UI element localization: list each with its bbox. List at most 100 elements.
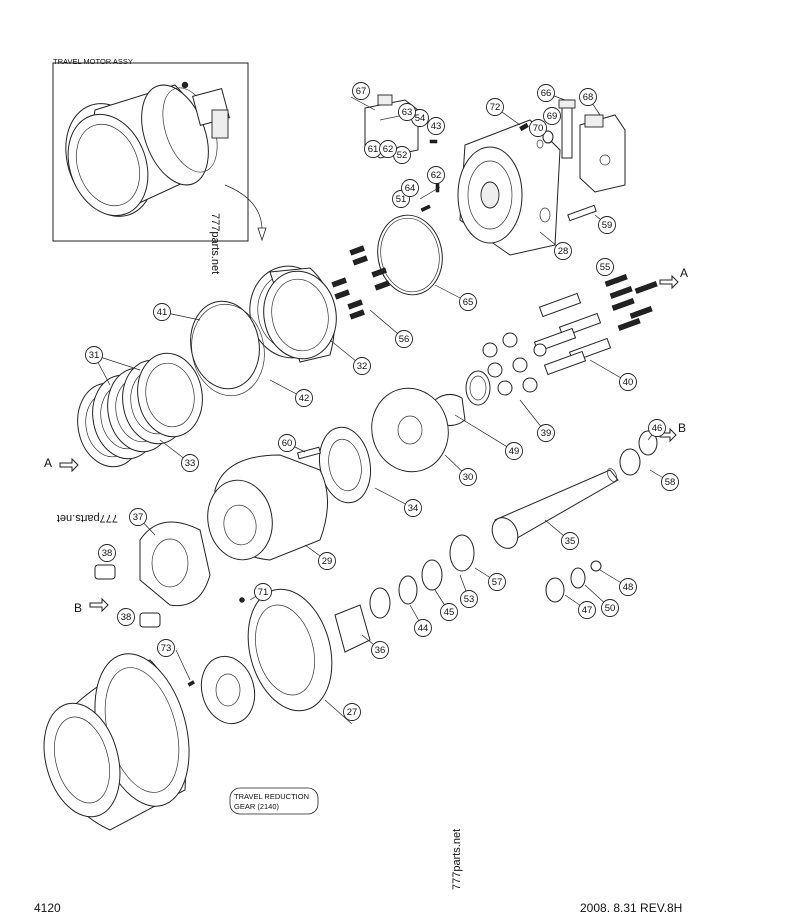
callout-31: 31 [85, 346, 103, 364]
callout-label: 30 [463, 472, 474, 483]
callout-37: 37 [129, 508, 147, 526]
callout-label: 39 [541, 428, 552, 439]
callout-label: 56 [399, 334, 410, 345]
callout-label: 57 [492, 577, 503, 588]
watermark-mirrored: 777parts.net [57, 512, 118, 524]
callout-label: 58 [665, 477, 676, 488]
callout-label: 53 [464, 594, 475, 605]
callout-45: 45 [440, 603, 458, 621]
callout-label: 29 [322, 556, 333, 567]
callout-label: 49 [509, 446, 520, 457]
callout-53: 53 [460, 590, 478, 608]
callout-label: 54 [415, 113, 426, 124]
callout-32: 32 [353, 357, 371, 375]
watermark-bottom: 777parts.net [451, 829, 463, 890]
reduction-label-box [229, 787, 319, 815]
callout-label: 67 [356, 86, 367, 97]
springs-55 [604, 274, 658, 331]
callout-label: 65 [463, 297, 474, 308]
callout-34: 34 [404, 499, 422, 517]
callout-69: 69 [543, 107, 561, 125]
view-marker-b-right: B [678, 421, 686, 435]
callout-70: 70 [529, 119, 547, 137]
callout-label: 36 [375, 645, 386, 656]
callout-65: 65 [459, 293, 477, 311]
callout-label: 38 [121, 612, 132, 623]
o-ring-65 [377, 214, 443, 296]
callout-64: 64 [401, 179, 419, 197]
callout-47: 47 [578, 601, 596, 619]
callout-label: 28 [558, 246, 569, 257]
callout-label: 60 [282, 438, 293, 449]
inset-title: TRAVEL MOTOR ASSY [53, 57, 133, 66]
callout-label: 66 [541, 88, 552, 99]
view-marker-b-left: B [74, 601, 82, 615]
inset-travel-motor-assy: TRAVEL MOTOR ASSY [52, 57, 267, 242]
callout-46: 46 [648, 419, 666, 437]
callout-62: 62 [379, 140, 397, 158]
callout-52: 52 [393, 146, 411, 164]
callout-label: 31 [89, 350, 100, 361]
reduction-label-line2: GEAR (2140) [234, 802, 280, 811]
callout-60: 60 [278, 434, 296, 452]
callout-label: 70 [533, 123, 544, 134]
callout-38: 38 [98, 544, 116, 562]
callout-label: 64 [405, 183, 416, 194]
callout-label: 32 [357, 361, 368, 372]
callout-label: 35 [565, 536, 576, 547]
callout-label: 51 [396, 194, 407, 205]
callout-27: 27 [343, 703, 361, 721]
brake-piston-32 [249, 265, 337, 363]
callout-49: 49 [505, 442, 523, 460]
part-callouts: 2728293031323334353637383839404142434445… [85, 82, 679, 721]
callout-label: 41 [157, 307, 168, 318]
callout-40: 40 [619, 373, 637, 391]
view-markers: A A B B [44, 266, 688, 615]
callout-59: 59 [598, 216, 616, 234]
callout-30: 30 [459, 468, 477, 486]
view-marker-a-left: A [44, 456, 52, 470]
callout-61: 61 [364, 140, 382, 158]
callout-68: 68 [579, 88, 597, 106]
callout-label: 55 [600, 262, 611, 273]
callout-48: 48 [619, 578, 637, 596]
callout-43: 43 [427, 117, 445, 135]
callout-71: 71 [254, 583, 272, 601]
callout-56: 56 [395, 330, 413, 348]
springs-56 [331, 245, 390, 320]
callout-label: 46 [652, 423, 663, 434]
callout-label: 62 [383, 144, 394, 155]
cylinder-block-29 [207, 454, 328, 561]
callout-39: 39 [537, 424, 555, 442]
callout-label: 71 [258, 587, 269, 598]
callout-28: 28 [554, 242, 572, 260]
callout-label: 43 [431, 121, 442, 132]
callout-33: 33 [181, 454, 199, 472]
callout-29: 29 [318, 552, 336, 570]
callout-label: 50 [605, 603, 616, 614]
callout-44: 44 [414, 619, 432, 637]
callout-38: 38 [117, 608, 135, 626]
motor-housing-group [364, 94, 626, 256]
callout-72: 72 [486, 98, 504, 116]
callout-label: 59 [602, 220, 613, 231]
callout-57: 57 [488, 573, 506, 591]
callout-label: 33 [185, 458, 196, 469]
callout-label: 47 [582, 605, 593, 616]
callout-label: 68 [583, 92, 594, 103]
callout-label: 37 [133, 512, 144, 523]
callout-66: 66 [537, 84, 555, 102]
callout-label: 62 [431, 170, 442, 181]
view-marker-a-right: A [680, 266, 688, 280]
watermark-inset: 777parts.net [209, 213, 221, 274]
callout-label: 52 [397, 150, 408, 161]
callout-41: 41 [153, 303, 171, 321]
shaft-35 [491, 468, 619, 549]
callout-label: 73 [161, 643, 172, 654]
callout-label: 45 [444, 607, 455, 618]
travel-reduction-drum [43, 653, 190, 831]
callout-label: 40 [623, 377, 634, 388]
callout-label: 63 [402, 107, 413, 118]
callout-label: 38 [102, 548, 113, 559]
